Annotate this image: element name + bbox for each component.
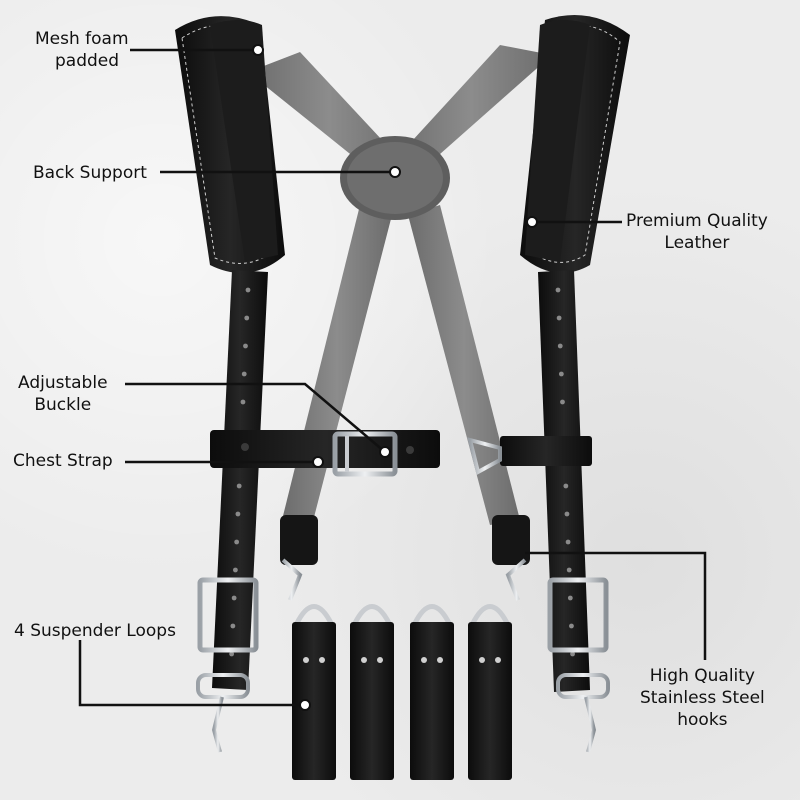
strap-hole	[558, 371, 564, 377]
back-strap-hooks	[280, 515, 530, 601]
label-back-support: Back Support	[33, 162, 147, 184]
strap-hole	[243, 343, 248, 349]
strap-hole	[244, 315, 250, 321]
strap-hole	[231, 595, 237, 601]
label-chest-strap-line1: Chest Strap	[13, 451, 113, 471]
strap-holes-right	[555, 287, 575, 657]
label-steel-hooks-line3: hooks	[677, 710, 728, 730]
label-premium-leather-line2: Leather	[664, 233, 730, 253]
callout-dots	[252, 44, 538, 711]
suspender-loop	[350, 604, 394, 780]
strap-hole	[569, 623, 574, 629]
label-adjustable-buckle-line1: Adjustable	[18, 373, 108, 393]
strap-hole	[240, 399, 246, 405]
strap-hole	[556, 315, 562, 321]
label-premium-leather-line1: Premium Quality	[626, 211, 768, 231]
label-premium-leather: Premium Quality Leather	[626, 210, 768, 254]
label-steel-hooks-line1: High Quality	[649, 666, 755, 686]
label-steel-hooks-line2: Stainless Steel	[640, 688, 765, 708]
strap-hole	[233, 567, 238, 573]
strap-hole	[236, 483, 242, 489]
chest-strap	[210, 430, 592, 477]
strap-hole	[560, 399, 565, 405]
strap-hole	[566, 567, 572, 573]
front-buckles	[196, 577, 610, 753]
label-mesh-foam-line2: padded	[55, 51, 120, 71]
front-straps	[212, 270, 590, 692]
strap-hole	[245, 287, 251, 293]
strap-hole	[565, 539, 571, 545]
strap-hole	[229, 651, 235, 657]
strap-hole	[234, 539, 240, 545]
suspender-loop	[410, 604, 454, 780]
strap-hole	[570, 651, 575, 657]
strap-hole	[241, 371, 247, 377]
strap-hole	[567, 595, 573, 601]
label-adjustable-buckle-line2: Buckle	[34, 395, 92, 415]
label-back-support-line1: Back Support	[33, 163, 147, 183]
label-mesh-foam-line1: Mesh foam	[35, 29, 129, 49]
callout-lines	[78, 48, 707, 707]
label-steel-hooks: High Quality Stainless Steel hooks	[640, 665, 765, 731]
suspender-loops	[292, 604, 512, 780]
suspender-loop	[292, 604, 336, 780]
label-suspender-loops: 4 Suspender Loops	[14, 620, 176, 642]
label-chest-strap: Chest Strap	[13, 450, 113, 472]
strap-holes-left	[229, 287, 251, 657]
label-suspender-loops-line1: 4 Suspender Loops	[14, 621, 176, 641]
right-shoulder-pad	[520, 15, 630, 273]
suspender-loop	[468, 604, 512, 780]
strap-hole	[557, 343, 563, 349]
strap-hole	[230, 623, 236, 629]
label-mesh-foam: Mesh foam padded	[35, 28, 129, 72]
strap-hole	[563, 483, 569, 489]
left-shoulder-pad	[175, 16, 285, 273]
label-adjustable-buckle: Adjustable Buckle	[18, 372, 108, 416]
strap-hole	[564, 511, 570, 517]
strap-hole	[235, 511, 241, 517]
strap-hole	[555, 287, 561, 293]
